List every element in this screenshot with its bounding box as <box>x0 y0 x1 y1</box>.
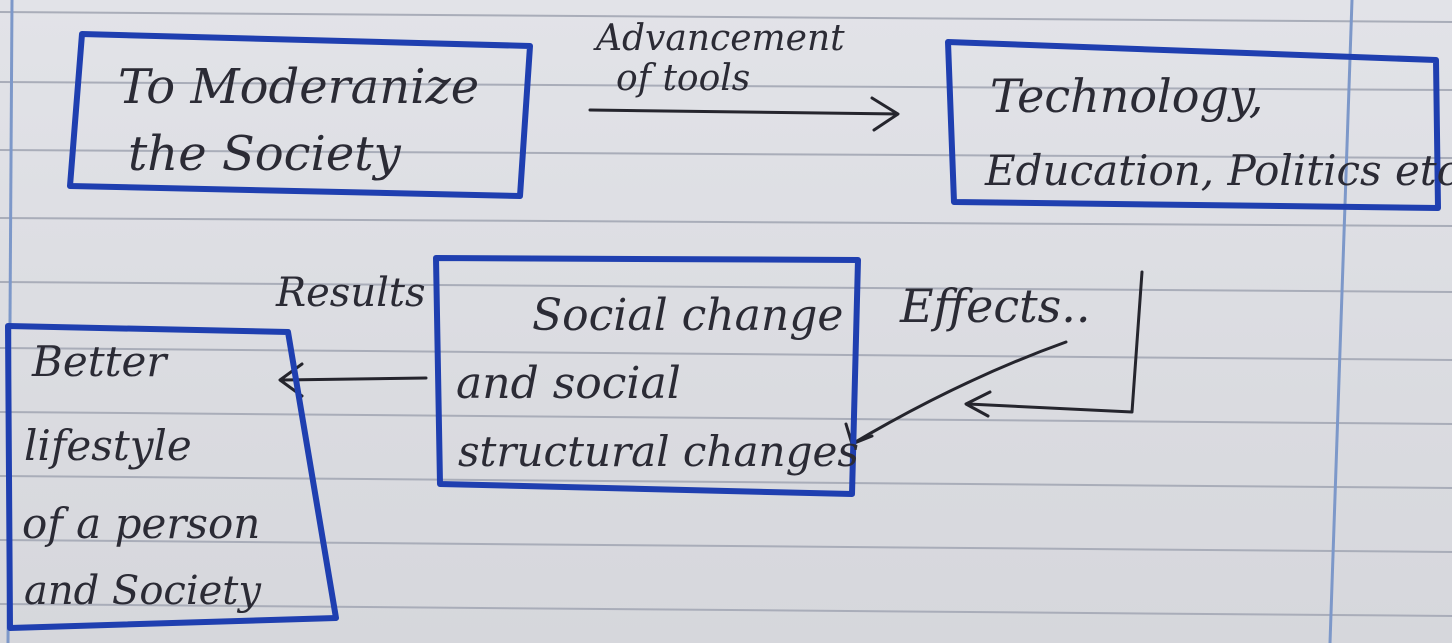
box-social-change-outline <box>433 255 861 497</box>
box-social-change: Social change and social structural chan… <box>433 255 861 497</box>
box-better-lifestyle-line1: Better <box>31 337 169 386</box>
box-modernize-society: To Moderanize the Society <box>67 31 533 199</box>
label-results: Results <box>275 270 425 316</box>
label-effects: Effects.. <box>899 279 1091 333</box>
arrow-advancement: Advancement of tools <box>588 18 900 132</box>
box-technology-outline <box>945 39 1441 211</box>
box-better-lifestyle-outline <box>5 323 339 631</box>
connector-effects: Effects.. <box>844 270 1144 446</box>
box-technology-line1: Technology, <box>990 69 1263 123</box>
arrow-advancement-shaft <box>588 108 898 116</box>
box-better-lifestyle-line3: of a person <box>22 499 260 548</box>
box-better-lifestyle-line2: lifestyle <box>24 421 192 470</box>
box-technology-line2: Education, Politics etc <box>984 146 1452 195</box>
arrow-results-shaft <box>280 376 428 382</box>
box-social-change-line2: and social <box>456 358 681 409</box>
effects-bracket-arrowhead <box>964 390 992 418</box>
box-technology: Technology, Education, Politics etc <box>945 39 1452 211</box>
box-better-lifestyle-line4: and Society <box>24 568 262 614</box>
label-advancement-line1: Advancement <box>593 18 845 59</box>
effects-pointer-line <box>850 340 1068 446</box>
box-modernize-outline <box>67 31 533 199</box>
label-advancement-line2: of tools <box>616 58 750 99</box>
box-social-change-line3: structural changes <box>458 427 859 476</box>
box-better-lifestyle: Better lifestyle of a person and Society <box>5 323 339 631</box>
arrow-advancement-head <box>870 96 900 132</box>
effects-bracket-line <box>966 270 1144 414</box>
right-margin-line <box>1328 0 1354 643</box>
ruled-lines <box>0 11 1452 617</box>
box-modernize-line1: To Moderanize <box>118 59 479 115</box>
box-social-change-line1: Social change <box>532 290 843 341</box>
box-modernize-line2: the Society <box>128 126 402 182</box>
